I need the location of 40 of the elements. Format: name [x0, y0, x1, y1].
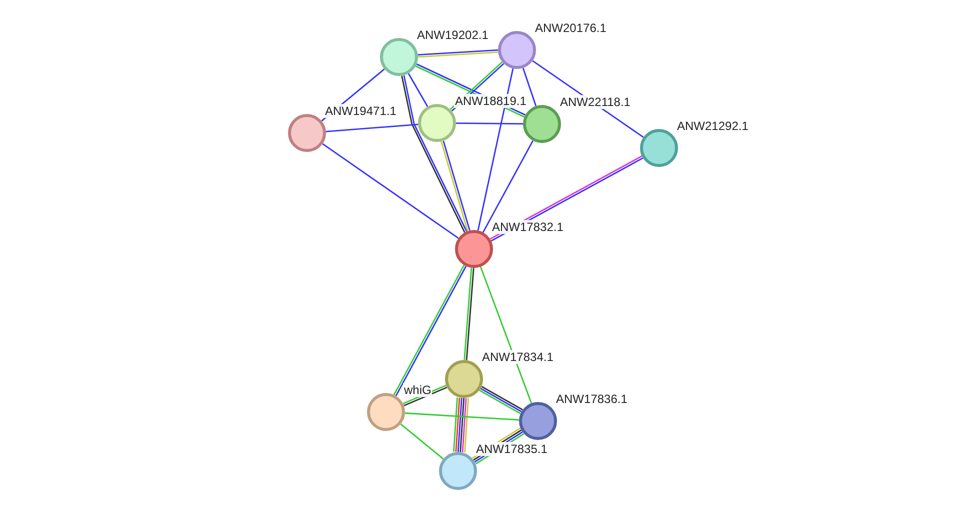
protein-node — [498, 31, 536, 69]
node-label: ANW20176.1 — [534, 21, 608, 35]
interaction-line — [455, 398, 460, 452]
interaction-line — [326, 124, 418, 132]
interaction-line — [453, 398, 458, 452]
node-label: ANW22118.1 — [559, 95, 632, 109]
protein-node — [380, 38, 418, 76]
interaction-line — [400, 424, 444, 460]
protein-node — [445, 360, 483, 398]
interaction-line — [456, 122, 523, 125]
interaction-line — [466, 268, 474, 360]
interaction-line — [522, 68, 537, 106]
node-label: ANW17832.1 — [491, 220, 564, 234]
protein-node — [519, 402, 557, 440]
node-label: ANW17835.1 — [475, 442, 548, 456]
protein-node — [439, 452, 477, 490]
protein-node — [640, 129, 678, 167]
protein-node — [288, 114, 326, 152]
node-label: ANW21292.1 — [676, 119, 750, 133]
interaction-line — [404, 412, 520, 421]
node-label: whiG — [403, 383, 432, 397]
node-label: ANW18819.1 — [454, 94, 528, 108]
interaction-line — [477, 68, 514, 231]
interaction-line — [464, 268, 472, 360]
interaction-line — [464, 398, 469, 452]
interaction-line — [457, 398, 462, 452]
node-label: ANW19471.1 — [324, 104, 398, 118]
node-label: ANW19202.1 — [416, 28, 490, 42]
protein-node — [523, 105, 561, 143]
node-label: ANW17836.1 — [555, 392, 628, 406]
protein-node — [418, 104, 456, 142]
interaction-line — [462, 398, 467, 452]
protein-node — [367, 393, 405, 431]
protein-node — [455, 230, 493, 268]
interaction-line — [418, 52, 498, 58]
node-label: ANW17834.1 — [481, 350, 554, 364]
interaction-line — [480, 266, 532, 404]
interaction-line — [418, 49, 498, 56]
interaction-line — [460, 398, 465, 452]
interaction-line — [322, 143, 459, 239]
